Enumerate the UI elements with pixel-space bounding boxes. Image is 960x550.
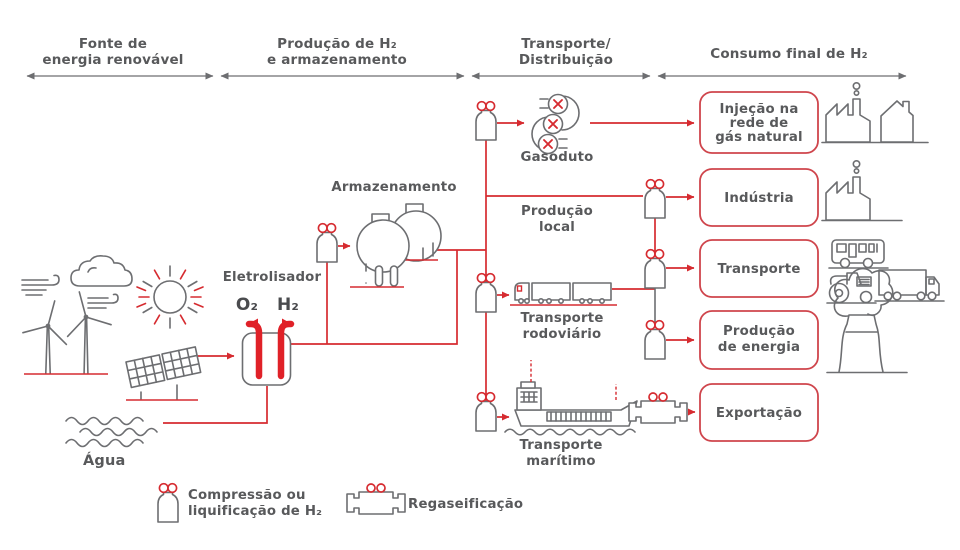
pipeline-valves-icon bbox=[531, 93, 580, 155]
box-exportacao-label: Exportação bbox=[716, 406, 802, 421]
box-industria-label: Indústria bbox=[724, 190, 794, 206]
electrolyser-output-line bbox=[291, 250, 458, 345]
box-exportacao bbox=[699, 383, 819, 442]
box-producao-energia bbox=[699, 310, 819, 370]
consumption-boxes: Injeção na rede de gás natural Indústria… bbox=[699, 91, 819, 442]
maritime-transport-label-line2: marítimo bbox=[526, 453, 595, 469]
wind-turbine-icon bbox=[66, 291, 112, 374]
box-injecao-line3: gás natural bbox=[715, 129, 803, 145]
header-transporte-line2: Distribuição bbox=[519, 52, 613, 68]
renewables-icons: Água bbox=[21, 255, 204, 469]
cargo-ship-icon bbox=[504, 360, 638, 436]
maritime-transport-label-line1: Transporte bbox=[519, 438, 602, 453]
compressor-icon bbox=[644, 178, 666, 219]
factory-and-house-icon bbox=[821, 82, 929, 144]
cloud-icon bbox=[70, 255, 133, 287]
box-injecao-line2: rede de bbox=[730, 116, 789, 131]
factory-icon bbox=[821, 160, 903, 222]
compressor-icon bbox=[475, 272, 497, 313]
truck-trailer-icon bbox=[874, 269, 945, 302]
header-producao-line1: Produção de H₂ bbox=[277, 36, 397, 52]
header-transporte-line1: Transporte/ bbox=[521, 36, 610, 52]
bus-icon bbox=[828, 239, 889, 269]
storage-label: Armazenamento bbox=[331, 180, 456, 195]
wind-gust-icon bbox=[21, 274, 60, 296]
box-transporte-label: Transporte bbox=[717, 262, 800, 277]
compressor-icon bbox=[475, 100, 497, 141]
legend-compression-line1: Compressão ou bbox=[188, 488, 306, 503]
box-injecao-rede-gas bbox=[699, 91, 819, 154]
compressor-icon bbox=[644, 319, 666, 360]
water-to-electrolyser-line bbox=[163, 386, 268, 424]
regasifier-icon bbox=[628, 392, 688, 424]
pipeline-label: Gasoduto bbox=[520, 150, 593, 165]
compressor-icon bbox=[644, 248, 666, 289]
box-injecao-line1: Injeção na bbox=[719, 102, 798, 117]
box-transporte bbox=[699, 239, 819, 298]
road-transport-label-line2: rodoviário bbox=[523, 326, 602, 342]
header-fonte-line1: Fonte de bbox=[79, 36, 147, 52]
compressor-icon bbox=[316, 222, 338, 263]
power-plant-icon bbox=[826, 267, 908, 374]
header-fonte-line2: energia renovável bbox=[42, 52, 183, 68]
regasifier-legend-icon bbox=[346, 483, 406, 515]
flow-lines bbox=[163, 119, 696, 424]
water-label: Água bbox=[83, 452, 126, 469]
road-transport-label-line1: Transporte bbox=[520, 311, 603, 326]
legend: Compressão ou liquificação de H₂ Regasei… bbox=[157, 482, 523, 523]
header-consumo-line1: Consumo final de H₂ bbox=[710, 46, 868, 62]
wind-turbine-icon bbox=[22, 300, 68, 374]
box-producao-energia-line2: de energia bbox=[718, 340, 800, 355]
compressor-legend-icon bbox=[157, 482, 179, 523]
header-section: Fonte de energia renovável Produção de H… bbox=[26, 36, 907, 80]
box-producao-energia-line1: Produção bbox=[723, 324, 795, 339]
header-producao-line2: e armazenamento bbox=[267, 52, 407, 68]
water-waves-icon bbox=[65, 416, 158, 448]
solar-panels-icon bbox=[125, 346, 202, 400]
h2-label: H₂ bbox=[277, 295, 299, 315]
storage-tanks-icon bbox=[350, 203, 442, 288]
sun-icon bbox=[136, 265, 204, 329]
producao-local-label-line1: Produção bbox=[521, 204, 593, 219]
wind-gust-icon bbox=[87, 293, 119, 309]
legend-regasification-label: Regaseificação bbox=[408, 497, 523, 512]
truck-icon bbox=[510, 282, 617, 306]
electrolyser-icon bbox=[241, 318, 295, 386]
box-industria bbox=[699, 168, 819, 227]
o2-label: O₂ bbox=[236, 295, 258, 315]
consumer-icons bbox=[821, 82, 945, 374]
compressor-icon bbox=[475, 391, 497, 432]
legend-compression-line2: liquificação de H₂ bbox=[188, 504, 322, 519]
producao-local-label-line2: local bbox=[539, 220, 575, 235]
electrolyser-label: Eletrolisador bbox=[223, 270, 322, 285]
